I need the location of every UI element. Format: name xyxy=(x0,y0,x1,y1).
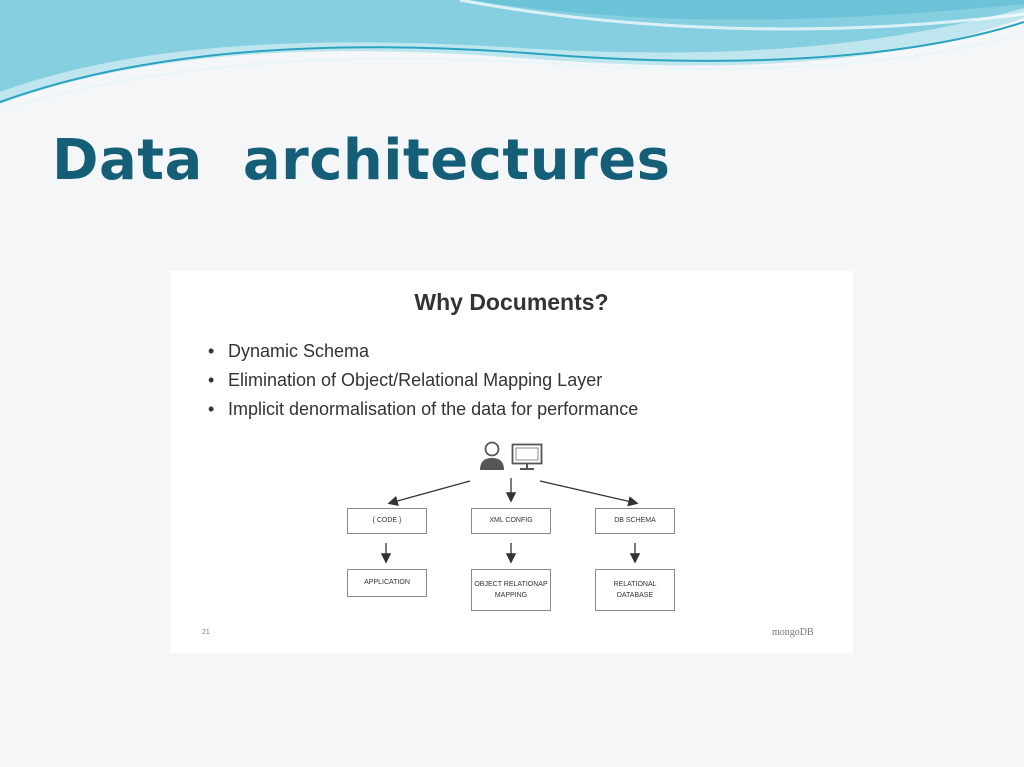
xml-config-box: XML CONFIG xyxy=(471,508,551,534)
slide-image-card: Why Documents? •Dynamic Schema •Eliminat… xyxy=(170,271,853,653)
monitor-icon xyxy=(511,443,543,470)
slide-title: Data architectures xyxy=(52,128,671,193)
bullet-list: •Dynamic Schema •Elimination of Object/R… xyxy=(208,337,638,424)
application-box: APPLICATION xyxy=(347,569,427,597)
code-box: { CODE } xyxy=(347,508,427,534)
card-title: Why Documents? xyxy=(414,289,609,315)
header-wave-decoration xyxy=(0,0,1024,111)
db-schema-box: DB SCHEMA xyxy=(595,508,675,534)
user-icon xyxy=(480,441,504,470)
orm-box: OBJECT RELATIONAP MAPPING xyxy=(471,569,551,611)
relational-database-box: RELATIONAL DATABASE xyxy=(595,569,675,611)
page-number: 21 xyxy=(202,629,210,636)
bullet-item: •Elimination of Object/Relational Mappin… xyxy=(208,370,603,390)
diagram-arrows xyxy=(380,478,641,564)
bullet-item: •Implicit denormalisation of the data fo… xyxy=(208,399,639,419)
brand-logo: mongoDB xyxy=(772,627,814,638)
bullet-item: •Dynamic Schema xyxy=(208,341,370,361)
